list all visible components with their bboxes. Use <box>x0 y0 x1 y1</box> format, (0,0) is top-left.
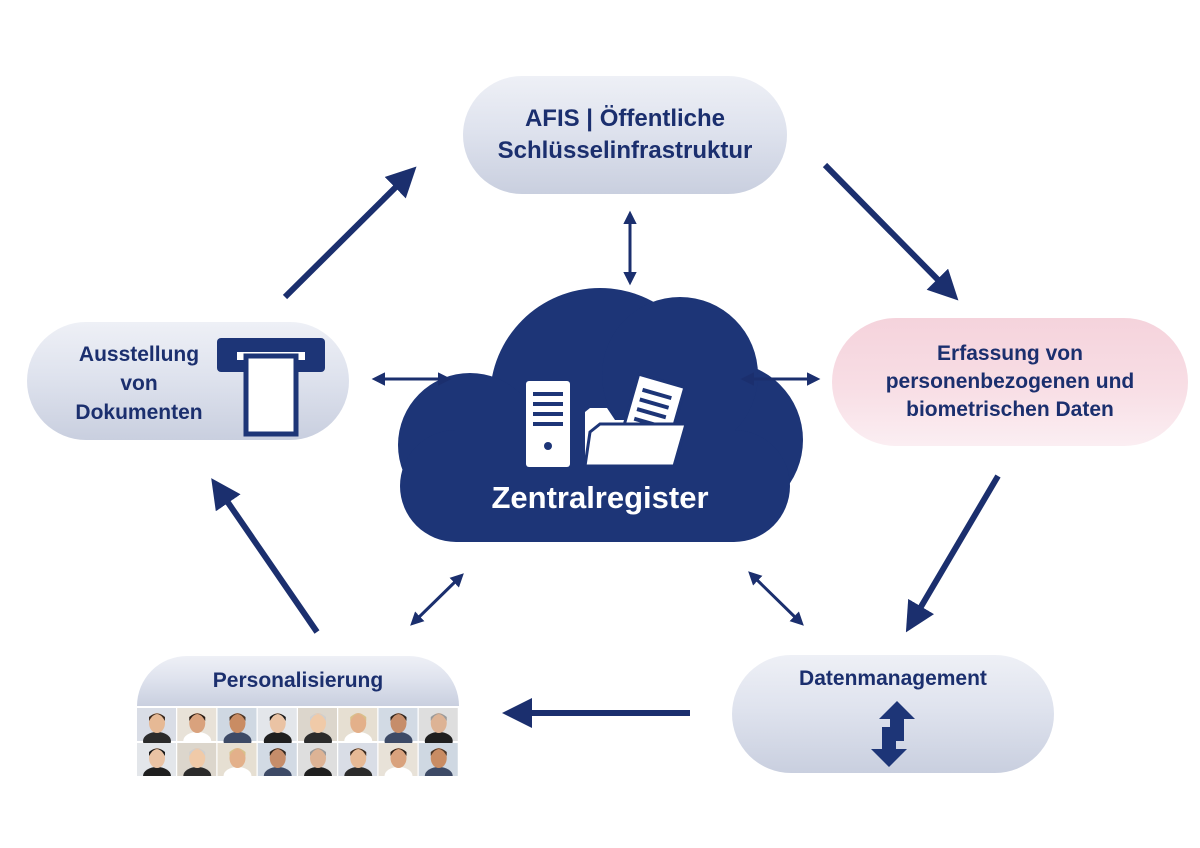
double-arrow-daten-center <box>748 571 804 626</box>
portrait-photo <box>298 743 337 776</box>
datenmanagement-label: Datenmanagement <box>799 667 987 690</box>
portrait-photo <box>378 743 418 776</box>
arrow-afis-to-erfassung <box>822 162 959 301</box>
arrow-personal-to-ausstellung <box>211 478 320 634</box>
ausstellung-line-1: Ausstellung <box>78 343 200 366</box>
node-afis: AFIS | Öffentliche Schlüsselinfrastruktu… <box>463 76 787 194</box>
document-dispenser-icon <box>217 338 325 437</box>
node-personalisierung: Personalisierung <box>137 656 459 776</box>
ausstellung-line-2: von <box>120 372 158 395</box>
erfassung-line-2: personenbezogenen und <box>885 370 1135 393</box>
portrait-photo <box>257 743 297 776</box>
portrait-photo <box>177 743 217 776</box>
afis-line-1: AFIS | Öffentliche <box>524 105 726 132</box>
portrait-photo-icon <box>137 708 458 776</box>
portrait-photo <box>217 708 257 750</box>
folder-document-icon <box>583 372 688 468</box>
server-icon <box>526 381 570 467</box>
portrait-photo <box>137 743 176 776</box>
arrow-ausstellung-to-afis <box>282 166 417 300</box>
double-arrow-personal-center <box>410 573 464 626</box>
portrait-photo <box>338 743 378 776</box>
portrait-photo <box>217 743 257 776</box>
portrait-photo <box>338 708 378 750</box>
erfassung-line-3: biometrischen Daten <box>906 398 1114 421</box>
ausstellung-line-3: Dokumenten <box>75 401 203 424</box>
arrow-erfassung-to-daten <box>905 474 1001 633</box>
portrait-photo <box>418 743 458 776</box>
swap-arrows-icon <box>871 701 915 767</box>
ausstellung-label: Ausstellung von Dokumenten <box>49 340 229 427</box>
cloud-title: Zentralregister <box>491 480 709 515</box>
personalisierung-label: Personalisierung <box>137 656 459 706</box>
afis-line-2: Schlüsselinfrastruktur <box>497 137 753 164</box>
node-datenmanagement: Datenmanagement <box>732 655 1054 773</box>
node-ausstellung: Ausstellung von Dokumenten <box>27 322 349 440</box>
erfassung-line-1: Erfassung von <box>937 342 1083 365</box>
node-erfassung: Erfassung von personenbezogenen und biom… <box>832 318 1188 446</box>
